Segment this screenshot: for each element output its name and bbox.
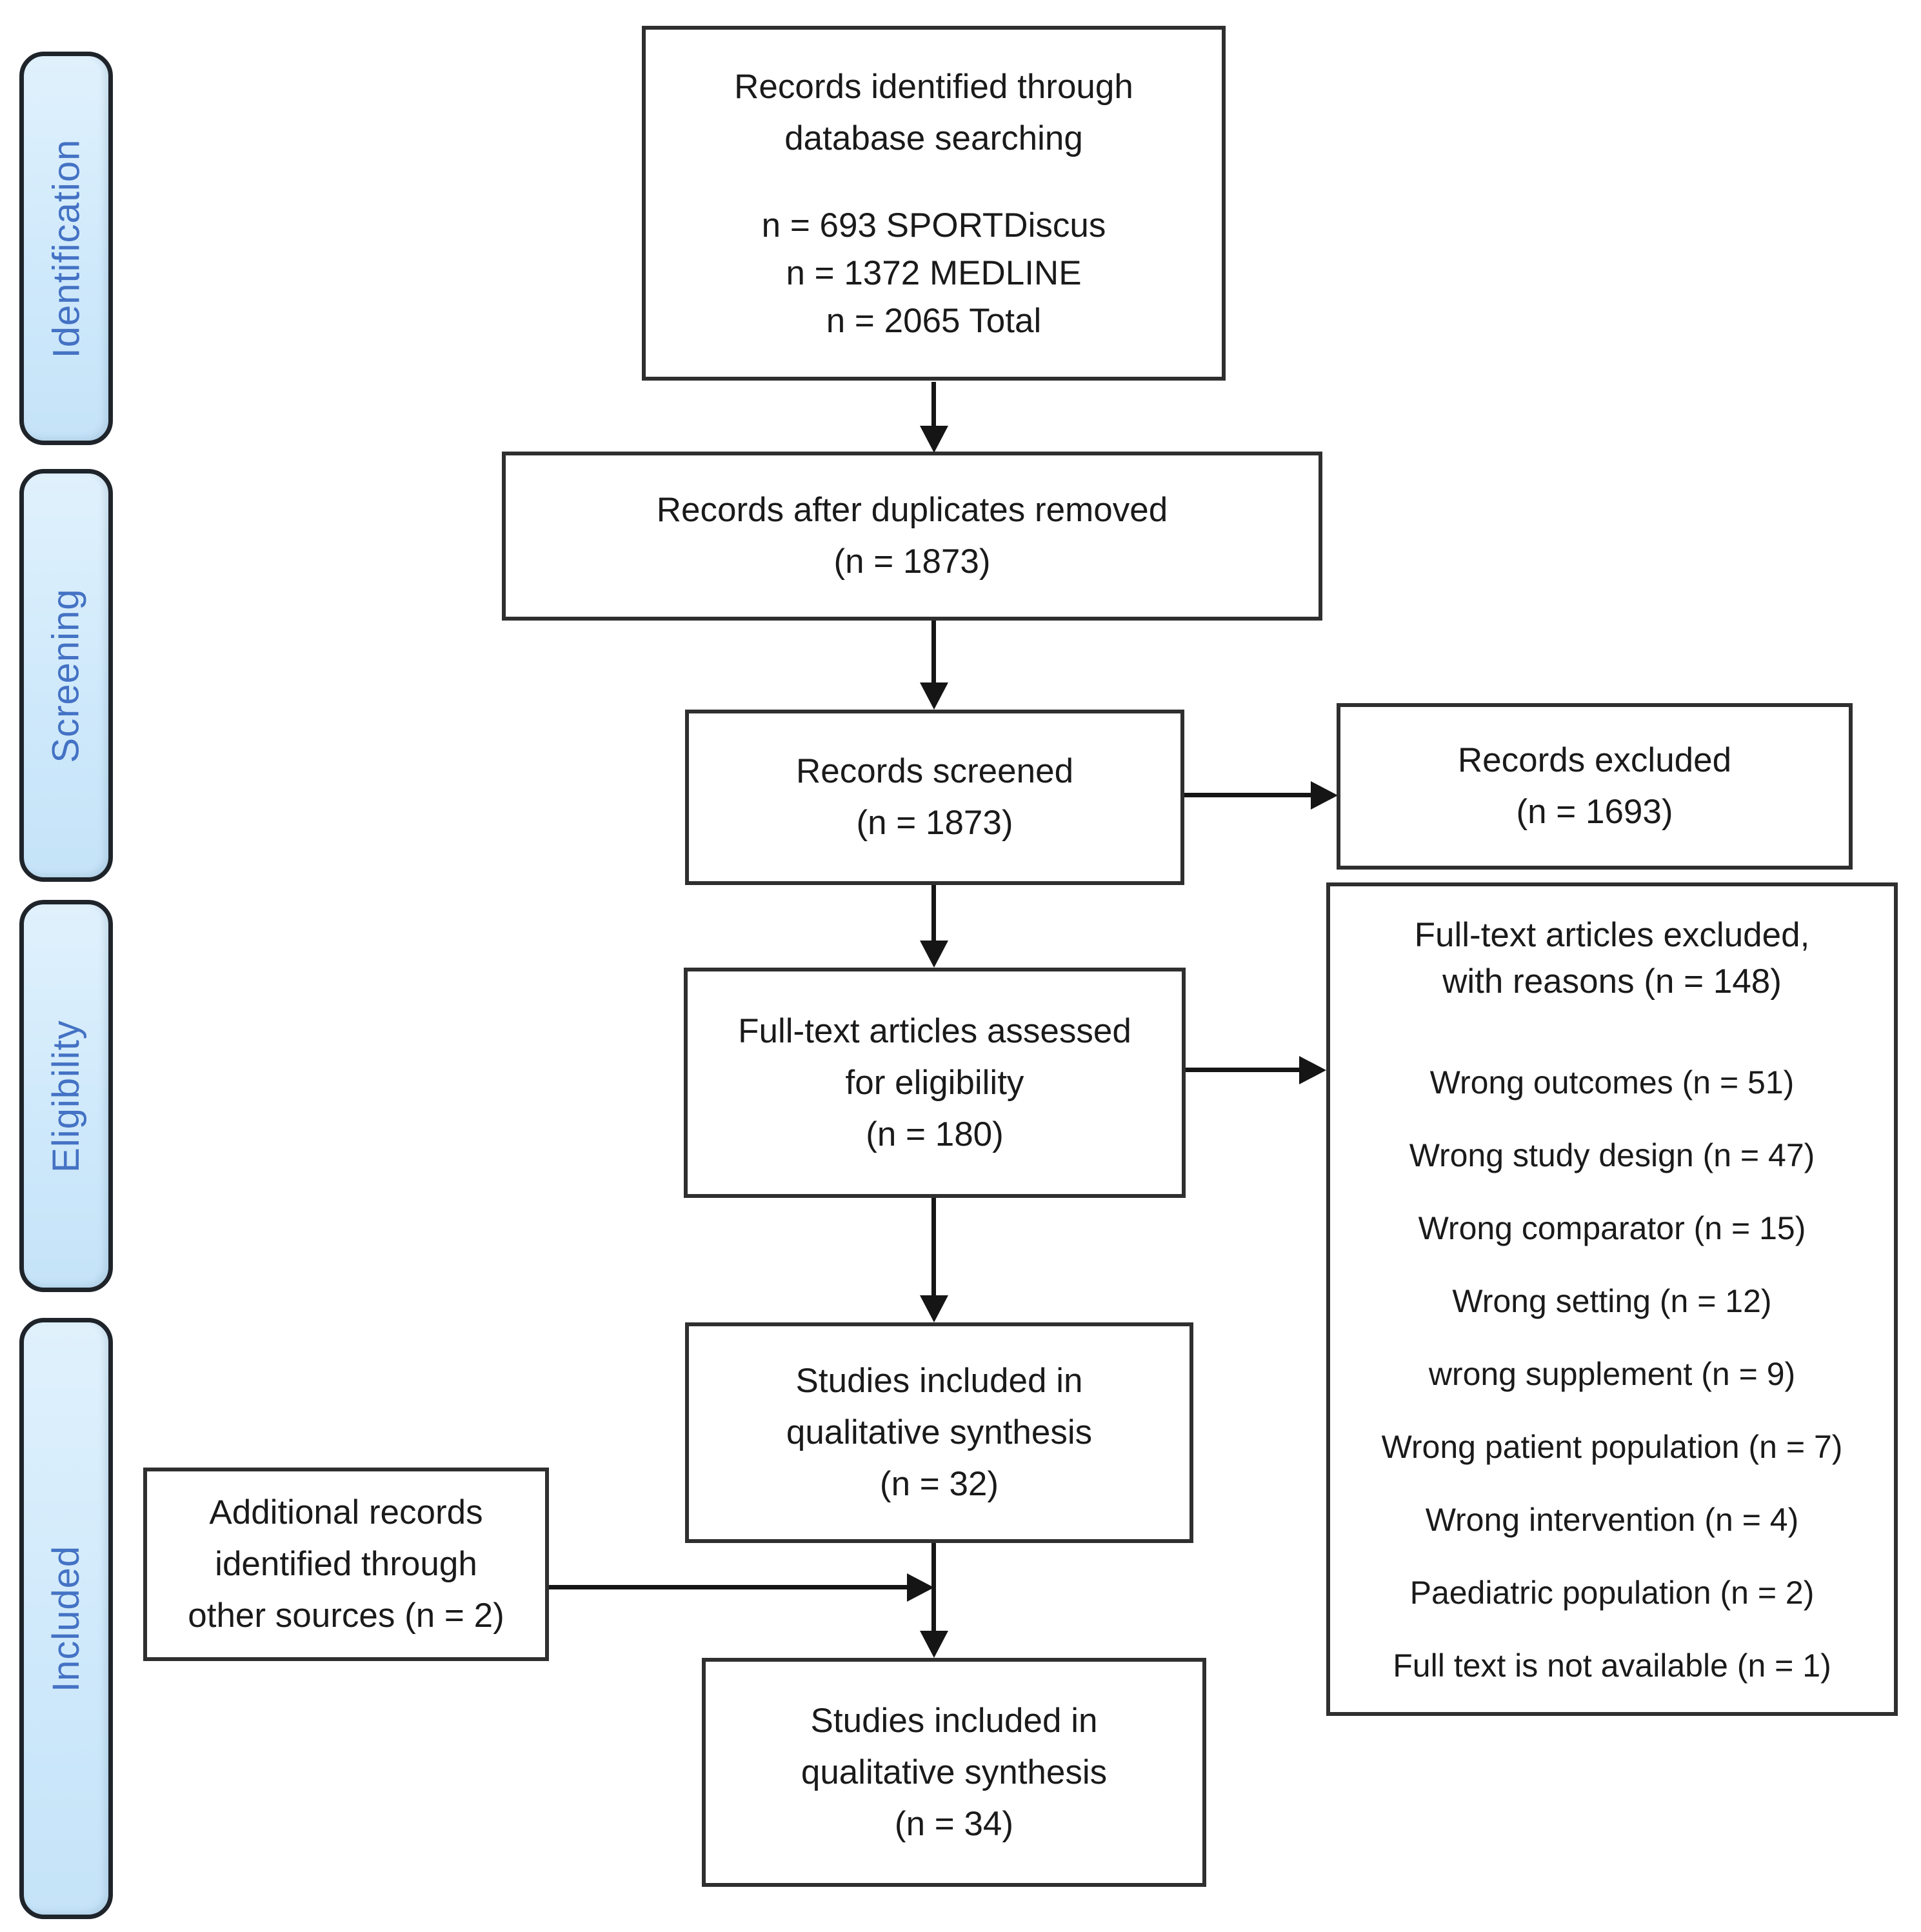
excluded-count: (n = 1693)	[1516, 793, 1673, 831]
stage-screening: Screening	[19, 469, 113, 882]
box-records-excluded: Records excluded (n = 1693)	[1337, 703, 1853, 870]
excluded-line1: Records excluded	[1457, 741, 1732, 779]
duplicates-count: (n = 1873)	[833, 543, 991, 581]
exclusion-reasons-list: Wrong outcomes (n = 51) Wrong study desi…	[1382, 1064, 1843, 1684]
records-identified-title-line2: database searching	[784, 119, 1083, 157]
studies34-count: (n = 34)	[894, 1804, 1014, 1843]
arrow-fulltext-to-studies32	[919, 1198, 948, 1322]
reason-wrong-intervention: Wrong intervention (n = 4)	[1425, 1502, 1799, 1538]
reason-fulltext-not-available: Full text is not available (n = 1)	[1393, 1648, 1831, 1684]
box-studies-included-34: Studies included in qualitative synthesi…	[702, 1658, 1206, 1887]
arrow-screened-to-fulltext	[919, 885, 948, 968]
stage-screening-label: Screening	[45, 588, 88, 763]
screened-count: (n = 1873)	[856, 804, 1013, 842]
box-studies-included-32: Studies included in qualitative synthesi…	[685, 1322, 1193, 1543]
additional-line2: identified through	[215, 1545, 477, 1583]
arrow-screened-to-excluded	[1184, 781, 1338, 810]
studies32-line2: qualitative synthesis	[786, 1413, 1093, 1451]
arrow-identified-to-duplicates	[919, 382, 948, 453]
fulltext-line2: for eligibility	[845, 1063, 1024, 1102]
records-identified-counts: n = 693 SPORTDiscus n = 1372 MEDLINE n =…	[762, 202, 1106, 345]
arrow-duplicates-to-screened	[919, 621, 948, 710]
reasons-heading-line2: with reasons (n = 148)	[1442, 962, 1782, 1001]
stage-identification: Identification	[19, 52, 113, 445]
additional-line1: Additional records	[209, 1493, 483, 1531]
fulltext-count: (n = 180)	[866, 1115, 1004, 1153]
reason-wrong-outcomes: Wrong outcomes (n = 51)	[1429, 1064, 1795, 1100]
records-identified-title-line1: Records identified through	[734, 68, 1133, 106]
count-medline: n = 1372 MEDLINE	[786, 254, 1082, 292]
reasons-heading-line1: Full-text articles excluded,	[1414, 916, 1810, 954]
arrow-additional-to-studies34	[549, 1573, 934, 1602]
duplicates-line1: Records after duplicates removed	[656, 491, 1168, 529]
screened-line1: Records screened	[795, 752, 1074, 790]
stage-included-label: Included	[45, 1545, 88, 1692]
additional-line3: other sources (n = 2)	[188, 1597, 504, 1635]
studies34-line2: qualitative synthesis	[801, 1753, 1108, 1791]
studies34-line1: Studies included in	[810, 1701, 1098, 1740]
reason-wrong-study-design: Wrong study design (n = 47)	[1409, 1137, 1815, 1173]
box-fulltext-assessed: Full-text articles assessed for eligibil…	[684, 968, 1186, 1198]
fulltext-line1: Full-text articles assessed	[738, 1011, 1131, 1050]
reason-wrong-setting: Wrong setting (n = 12)	[1452, 1283, 1772, 1319]
reason-wrong-comparator: Wrong comparator (n = 15)	[1418, 1210, 1806, 1246]
studies32-count: (n = 32)	[879, 1465, 999, 1503]
studies32-line1: Studies included in	[795, 1362, 1083, 1400]
reason-paediatric-population: Paediatric population (n = 2)	[1409, 1575, 1815, 1611]
count-total: n = 2065 Total	[826, 302, 1042, 340]
box-records-identified: Records identified through database sear…	[642, 26, 1226, 381]
count-sportdiscus: n = 693 SPORTDiscus	[761, 206, 1106, 244]
box-records-screened: Records screened (n = 1873)	[685, 710, 1184, 885]
stage-identification-label: Identification	[45, 139, 87, 358]
reason-wrong-supplement: wrong supplement (n = 9)	[1428, 1356, 1796, 1392]
box-additional-records: Additional records identified through ot…	[143, 1468, 549, 1661]
box-duplicates-removed: Records after duplicates removed (n = 18…	[502, 452, 1322, 621]
stage-eligibility-label: Eligibility	[45, 1019, 88, 1173]
reason-wrong-patient-population: Wrong patient population (n = 7)	[1381, 1429, 1843, 1465]
stage-included: Included	[19, 1318, 113, 1919]
stage-eligibility: Eligibility	[19, 900, 113, 1292]
box-fulltext-excluded-reasons: Full-text articles excluded, with reason…	[1326, 882, 1898, 1716]
arrow-fulltext-to-reasons	[1186, 1055, 1326, 1084]
